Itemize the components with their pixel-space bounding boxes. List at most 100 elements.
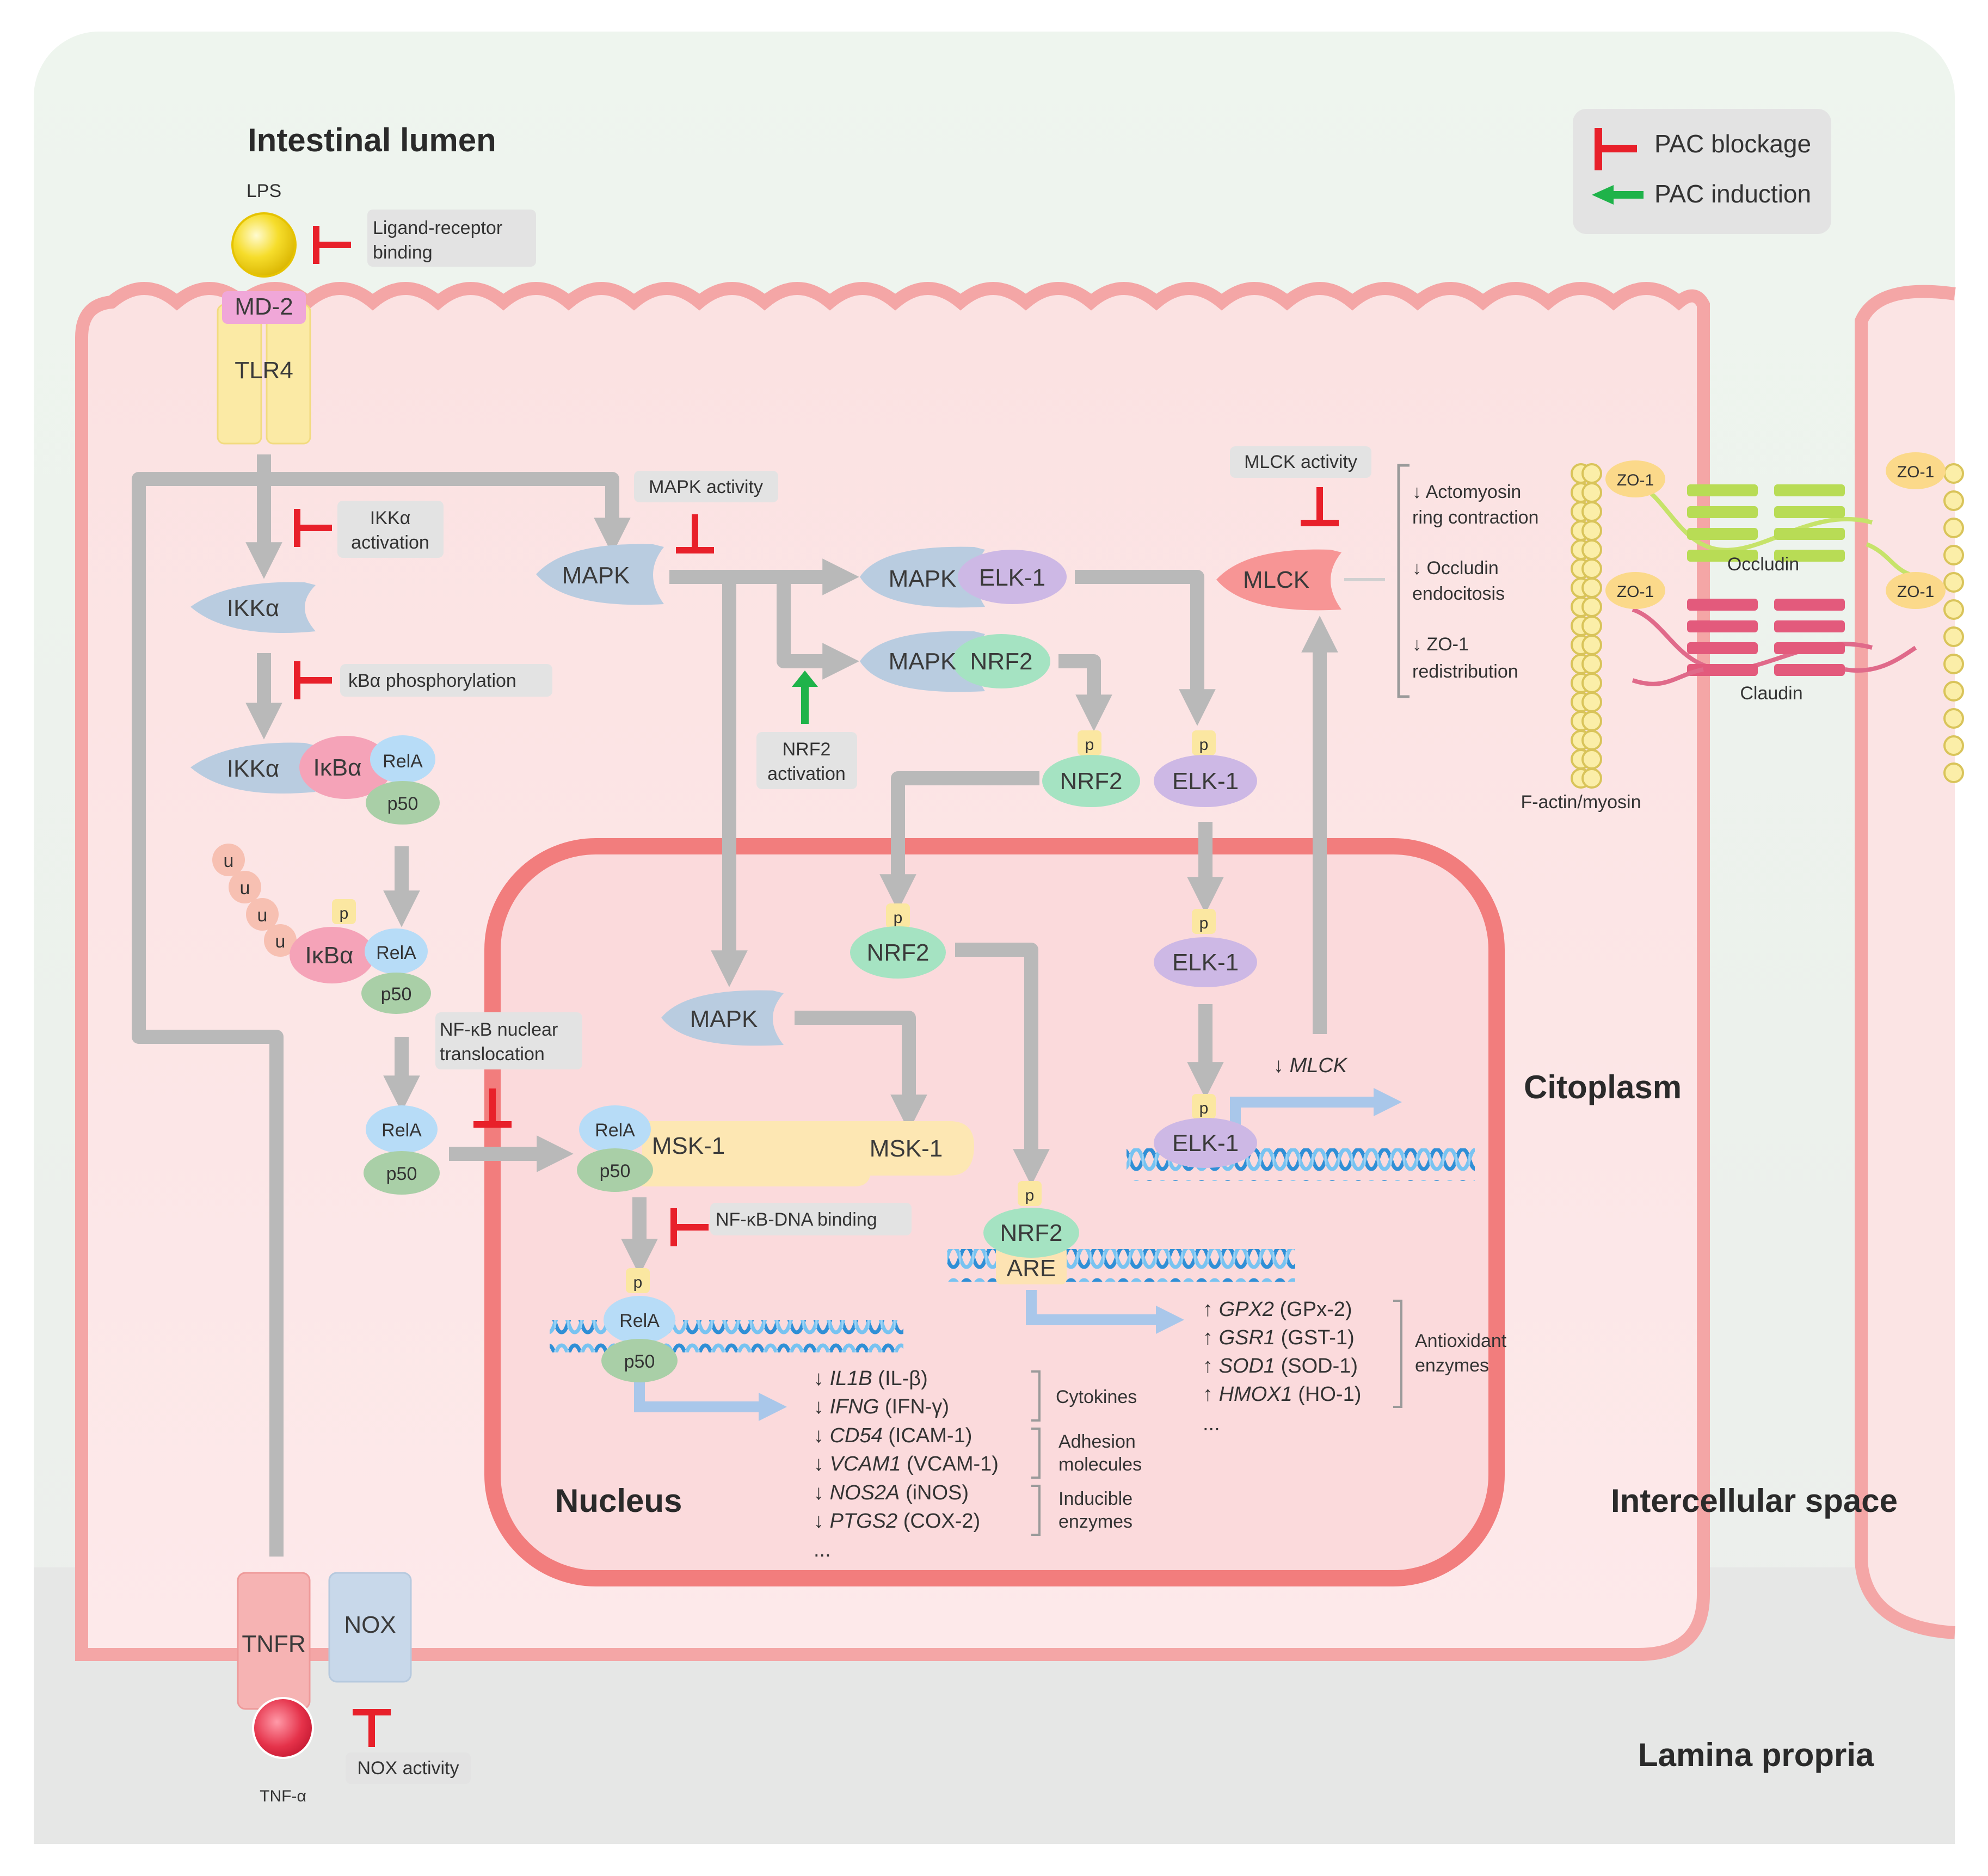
elk1-p-cyto-label: p	[1199, 736, 1209, 754]
region-cytoplasm: Citoplasm	[1524, 1069, 1682, 1105]
group-cytokines: Cytokines	[1056, 1387, 1137, 1407]
mapk-elk1-complex: MAPK ELK-1	[860, 546, 1067, 608]
ikka-complex-label: IKKα	[227, 755, 279, 782]
zo1-right-top	[1886, 452, 1946, 489]
gene-nfkb-3: ↓ CD54 (ICAM-1)	[814, 1424, 972, 1447]
mlck-effect-3-line-1: ↓ ZO-1	[1412, 634, 1469, 655]
f-actin-myosin	[1571, 463, 1964, 789]
zo1-label-1: ZO-1	[1617, 471, 1654, 489]
tlr4-receptor: MD-2 TLR4	[217, 291, 311, 445]
nrf2-are-complex: p NRF2 ARE	[983, 1181, 1079, 1284]
mapk-nrf2-mapk-label: MAPK	[889, 648, 957, 675]
msk1-label: MSK-1	[870, 1135, 943, 1162]
gene-nrf2-ellipsis: ...	[1203, 1412, 1220, 1435]
gene-nfkb-2: ↓ IFNG (IFN-γ)	[814, 1395, 949, 1418]
phospho-ikba-label: p	[340, 905, 349, 922]
tight-junction: ZO-1 ZO-1 ZO-1 ZO-1 Occludin Claudin F-a…	[1521, 452, 1964, 813]
msk1-complex-label: MSK-1	[652, 1133, 725, 1159]
ubiquitin-label-3: u	[257, 905, 268, 926]
arrow-elk1-phospho	[1075, 570, 1216, 726]
claudin-strands	[1632, 599, 1917, 686]
pathway-arrows	[132, 454, 1338, 1557]
md2-box	[222, 291, 306, 324]
mapk-nuclear-label: MAPK	[690, 1006, 758, 1032]
arrow-nrf2-nuclear	[879, 771, 1039, 911]
are-label: ARE	[1007, 1255, 1056, 1282]
tnfa-ligand	[252, 1697, 314, 1759]
rela-free-label: RelA	[381, 1120, 422, 1141]
mlck-gene-label: ↓ MLCK	[1273, 1054, 1348, 1077]
label-nrf2-2: activation	[767, 764, 846, 784]
rela-ub-label: RelA	[376, 943, 416, 963]
mlck-effect-2-line-1: ↓ Occludin	[1412, 558, 1499, 579]
claudin-label: Claudin	[1740, 683, 1802, 704]
gene-nfkb-5: ↓ NOS2A (iNOS)	[814, 1481, 969, 1504]
zo1-left-top	[1605, 460, 1665, 497]
label-mlck: MLCK activity	[1244, 452, 1357, 472]
elk1-phospho-cyto: p ELK-1	[1154, 730, 1257, 807]
legend-box	[1573, 109, 1831, 234]
legend-blockage-label: PAC blockage	[1654, 130, 1811, 158]
nrf2-nuc-label: NRF2	[867, 939, 930, 966]
block-kba-symbol	[294, 661, 332, 699]
group-adhesion-1: Adhesion	[1058, 1431, 1136, 1452]
gene-nfkb-ellipsis: ...	[814, 1539, 831, 1561]
arrow-tlr4-mapk	[264, 472, 631, 555]
group-adhesion-2: molecules	[1058, 1454, 1142, 1475]
legend-induce-icon	[1592, 185, 1644, 205]
tnfr-receptor: TNFR TNF-α	[237, 1572, 314, 1805]
p50-complex-label: p50	[387, 794, 418, 814]
mapk-elk1-elk1-label: ELK-1	[979, 564, 1045, 591]
group-inducible-1: Inducible	[1058, 1489, 1133, 1509]
label-nfkb-nuc-2: translocation	[440, 1044, 545, 1065]
group-inducible-2: enzymes	[1058, 1511, 1133, 1532]
nrf2-phospho-cyto: p NRF2	[1042, 730, 1140, 807]
ubiquitinated-ikba: u u u u p IκBα RelA p50	[212, 844, 431, 1014]
tnfa-label: TNF-α	[260, 1787, 306, 1805]
nrf2-p-nuc-label: p	[894, 909, 903, 927]
nrf2-cyto-label: NRF2	[1060, 768, 1123, 795]
mapk-nrf2-complex: MAPK NRF2	[860, 631, 1050, 692]
gene-nrf2-3: ↑ SOD1 (SOD-1)	[1203, 1355, 1358, 1377]
gene-nfkb-1: ↓ IL1B (IL-β)	[814, 1367, 928, 1390]
block-symbols	[294, 226, 1339, 1747]
mapk-nuclear: MAPK	[661, 990, 784, 1046]
arrow-nrf2-are	[955, 943, 1050, 1186]
md2-label: MD-2	[235, 293, 293, 320]
mlck-effects: ↓ Actomyosin ring contraction ↓ Occludin…	[1397, 464, 1538, 698]
elk1-p-nuc-label: p	[1199, 914, 1209, 932]
nfkb-dna-bound: p RelA p50	[601, 1268, 678, 1382]
lps-molecule: LPS	[231, 181, 297, 278]
p50-nuc-label: p50	[600, 1161, 631, 1182]
block-ikk-symbol	[294, 509, 332, 547]
ikba-complex-label: IκBα	[313, 754, 361, 781]
nrf2-nuclear: p NRF2	[850, 903, 946, 979]
nox-label: NOX	[344, 1611, 396, 1638]
mapk-nrf2-nrf2-label: NRF2	[970, 648, 1033, 675]
ikka-cyto: IKKα	[190, 582, 316, 633]
label-box-mlck	[1230, 446, 1371, 478]
ikba-ub-label: IκBα	[305, 942, 353, 969]
label-mapk: MAPK activity	[649, 477, 763, 497]
induce-nrf2-symbol	[792, 671, 818, 724]
phospho-rela-label: p	[633, 1274, 643, 1291]
region-nucleus: Nucleus	[555, 1483, 682, 1519]
zo1-label-2: ZO-1	[1897, 463, 1934, 481]
label-ikk-2: activation	[351, 532, 429, 553]
block-dna-binding-symbol	[670, 1208, 709, 1246]
zo1-label-3: ZO-1	[1617, 583, 1654, 601]
ikka-ikba-complex: IKKα IκBα RelA p50	[190, 735, 440, 825]
rela-dna-label: RelA	[619, 1311, 660, 1331]
mlck-effect-2-line-2: endocitosis	[1412, 583, 1505, 604]
mlck-effect-1-line-1: ↓ Actomyosin	[1412, 482, 1521, 502]
arrow-mapk-nrf2	[777, 577, 859, 680]
zo1-left-bottom	[1605, 572, 1665, 609]
label-box-kba	[340, 664, 552, 697]
factin-label: F-actin/myosin	[1521, 792, 1641, 813]
line-tnfr-pathway	[132, 472, 284, 1557]
nrf2-p-are-label: p	[1025, 1186, 1035, 1204]
nox-enzyme: NOX	[328, 1572, 412, 1683]
nrf2-are-label: NRF2	[1000, 1220, 1063, 1246]
block-labels: Ligand-receptor binding IKKα activation …	[337, 210, 1371, 1784]
legend: PAC blockage PAC induction	[1573, 109, 1831, 234]
